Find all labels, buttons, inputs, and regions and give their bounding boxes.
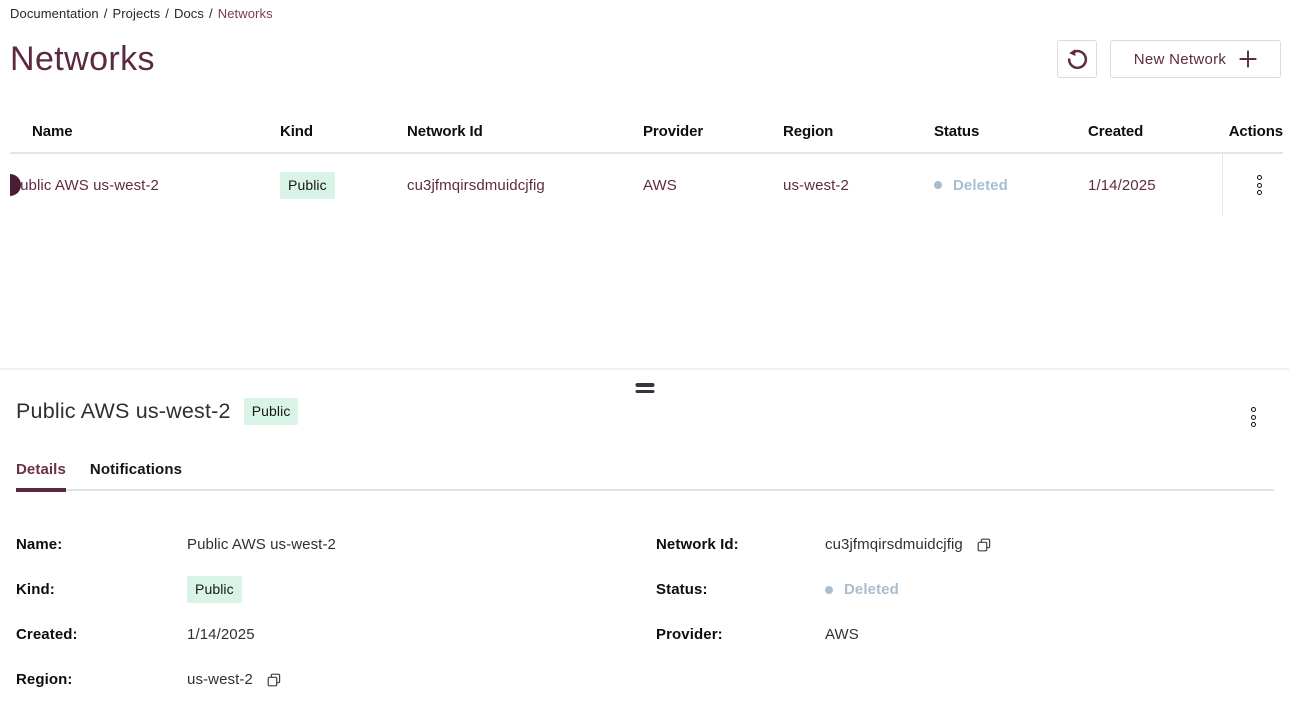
details-panel: Name: Public AWS us-west-2 Network Id: c… xyxy=(16,522,1273,702)
status-dot-icon xyxy=(934,181,942,189)
breadcrumb: Documentation / Projects / Docs / Networks xyxy=(10,6,273,21)
breadcrumb-separator: / xyxy=(208,6,213,21)
table-row[interactable]: Public AWS us-west-2 Public cu3jfmqirsdm… xyxy=(10,154,1283,216)
breadcrumb-link-docs[interactable]: Docs xyxy=(173,6,204,21)
kebab-vertical-icon xyxy=(1257,175,1262,180)
breadcrumb-current-networks: Networks xyxy=(217,6,273,21)
kind-value-wrap: Public xyxy=(187,576,656,603)
drawer-tabs: Details Notifications xyxy=(16,457,1274,492)
status-label: Deleted xyxy=(953,176,1008,194)
drawer-title: Public AWS us-west-2 xyxy=(16,399,231,423)
column-header-created: Created xyxy=(1088,110,1222,154)
region-value: us-west-2 xyxy=(187,671,253,688)
network-id-label: Network Id: xyxy=(656,536,739,553)
breadcrumb-link-projects[interactable]: Projects xyxy=(112,6,161,21)
networks-table: Name Kind Network Id Provider Region Sta… xyxy=(10,110,1283,216)
column-header-status: Status xyxy=(934,110,1088,154)
created-value: 1/14/2025 xyxy=(187,626,255,643)
status-badge: Deleted xyxy=(934,177,1008,194)
region-value-wrap: us-west-2 xyxy=(187,671,656,688)
tab-details[interactable]: Details xyxy=(16,457,66,492)
region-label: Region: xyxy=(16,671,73,688)
status-value-wrap: Deleted xyxy=(825,581,1273,598)
column-header-kind: Kind xyxy=(280,110,407,154)
drawer-actions-menu-button[interactable] xyxy=(1248,404,1259,430)
network-id-value-wrap: cu3jfmqirsdmuidcjfig xyxy=(825,536,1273,553)
page-title: Networks xyxy=(10,40,155,78)
copy-icon xyxy=(267,673,281,686)
column-header-region: Region xyxy=(783,110,934,154)
cell-status: Deleted xyxy=(934,154,1088,216)
column-header-actions: Actions xyxy=(1222,110,1283,154)
drag-handle-icon xyxy=(635,389,654,393)
details-drawer: Public AWS us-west-2 Public Details Noti… xyxy=(0,368,1289,700)
drag-handle-icon xyxy=(635,383,654,387)
column-header-name: Name xyxy=(10,110,280,154)
selected-row-indicator xyxy=(10,174,21,196)
kebab-vertical-icon xyxy=(1251,414,1256,420)
kebab-vertical-icon xyxy=(1251,422,1256,427)
table-header-row: Name Kind Network Id Provider Region Sta… xyxy=(10,110,1283,154)
drawer-kind-badge: Public xyxy=(243,398,299,425)
new-network-button[interactable]: New Network xyxy=(1110,40,1281,78)
copy-region-button[interactable] xyxy=(267,673,281,687)
name-label: Name: xyxy=(16,536,63,553)
details-status-label: Deleted xyxy=(844,581,899,598)
provider-label: Provider: xyxy=(656,626,723,643)
drawer-drag-handle[interactable] xyxy=(633,381,656,395)
plus-icon xyxy=(1239,50,1257,68)
new-network-label: New Network xyxy=(1133,50,1227,68)
created-label: Created: xyxy=(16,626,78,643)
breadcrumb-separator: / xyxy=(165,6,169,21)
cell-network-id: cu3jfmqirsdmuidcjfig xyxy=(407,176,545,194)
cell-kind: Public xyxy=(280,154,407,216)
rotate-ccw-icon xyxy=(1066,48,1089,71)
kind-badge: Public xyxy=(280,171,335,199)
tab-notifications[interactable]: Notifications xyxy=(89,461,183,478)
status-dot-icon xyxy=(825,585,833,594)
breadcrumb-separator: / xyxy=(103,6,108,21)
copy-network-id-button[interactable] xyxy=(977,538,991,552)
row-actions-menu-button[interactable] xyxy=(1254,172,1265,198)
name-value: Public AWS us-west-2 xyxy=(187,536,336,553)
kind-label: Kind: xyxy=(16,581,55,598)
refresh-button[interactable] xyxy=(1057,40,1097,78)
details-kind-badge: Public xyxy=(187,576,242,603)
drawer-header: Public AWS us-west-2 Public xyxy=(16,398,299,425)
column-header-provider: Provider xyxy=(643,110,783,154)
cell-created: 1/14/2025 xyxy=(1088,176,1156,194)
details-status-badge: Deleted xyxy=(825,581,899,598)
status-label: Status: xyxy=(656,581,708,598)
breadcrumb-link-documentation[interactable]: Documentation xyxy=(10,6,99,21)
network-id-value: cu3jfmqirsdmuidcjfig xyxy=(825,536,963,553)
cell-provider: AWS xyxy=(643,176,677,194)
cell-name: Public AWS us-west-2 xyxy=(10,176,159,194)
copy-icon xyxy=(977,538,991,551)
column-header-network-id: Network Id xyxy=(407,110,643,154)
provider-value: AWS xyxy=(825,626,859,643)
kebab-vertical-icon xyxy=(1257,190,1262,195)
cell-actions xyxy=(1222,154,1283,216)
cell-region: us-west-2 xyxy=(783,176,849,194)
kebab-vertical-icon xyxy=(1251,407,1256,412)
kebab-vertical-icon xyxy=(1257,182,1262,188)
